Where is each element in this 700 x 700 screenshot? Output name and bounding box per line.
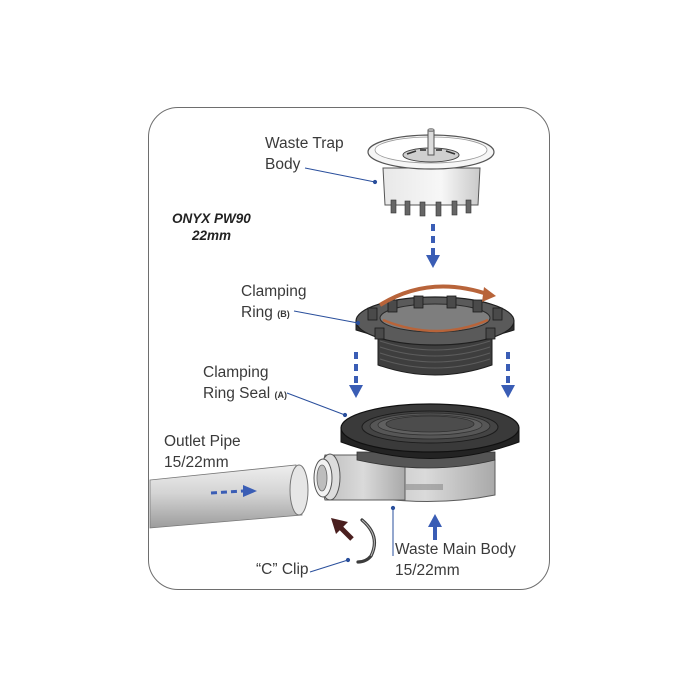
part-tag-b: (B) [277, 309, 290, 319]
diagram-frame [148, 107, 550, 590]
label-line: Body [265, 156, 301, 173]
arrow-heads [243, 255, 515, 527]
label-line: Waste Main Body [395, 541, 516, 558]
label-waste-main-body: Waste Main Body 15/22mm [395, 539, 516, 581]
leader-lines [286, 167, 396, 573]
label-line: Ring Seal [203, 385, 271, 402]
product-size: 22mm [192, 228, 232, 243]
c-clip [356, 518, 377, 564]
part-tag-a: (A) [274, 390, 288, 400]
product-title: ONYX PW90 22mm [172, 210, 251, 244]
waste-trap-body [367, 128, 495, 217]
label-waste-trap-body: Waste Trap Body [265, 133, 344, 175]
assembly-arrows [210, 224, 510, 540]
label-line: “C” Clip [256, 561, 309, 578]
clamping-ring [355, 284, 515, 376]
label-clamping-ring: Clamping Ring (B) [241, 281, 306, 325]
outlet-pipe [149, 464, 309, 529]
label-line: Ring [241, 304, 273, 321]
label-line: 15/22mm [164, 454, 229, 471]
label-line: Waste Trap [265, 135, 344, 152]
waste-main-body [313, 403, 520, 502]
product-model: ONYX PW90 [172, 211, 251, 226]
label-outlet-pipe: Outlet Pipe 15/22mm [164, 431, 241, 473]
label-clamping-ring-seal: Clamping Ring Seal (A) [203, 362, 287, 406]
label-line: Clamping [241, 283, 307, 300]
label-line: 15/22mm [395, 562, 460, 579]
label-line: Clamping [203, 364, 269, 381]
clip-insert-arrow [331, 518, 354, 541]
label-c-clip: “C” Clip [256, 559, 309, 580]
label-line: Outlet Pipe [164, 433, 241, 450]
